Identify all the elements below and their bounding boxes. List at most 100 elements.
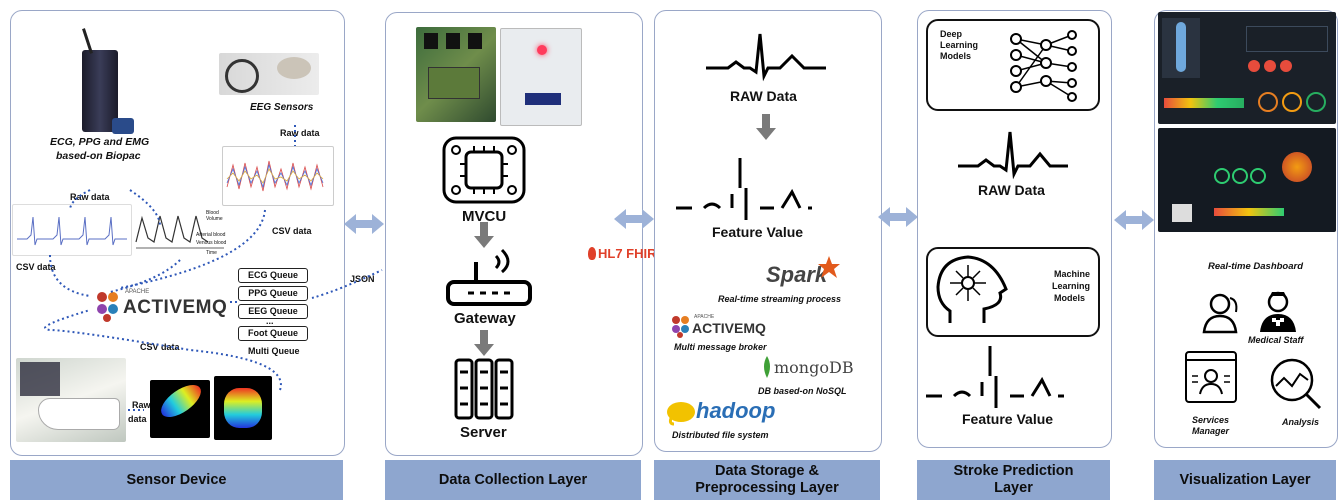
sensor-dotted-arrows (44, 125, 383, 411)
smart-shoe-image (16, 358, 126, 442)
services-manager-label-1: Services (1192, 415, 1230, 425)
device-label-1: ECG, PPG and EMG (50, 136, 150, 148)
mvcu-board-image (416, 27, 496, 122)
data-storage-panel (654, 10, 882, 452)
queue-ellipsis: ... (266, 316, 274, 326)
storage-feature-value-label: Feature Value (712, 224, 804, 240)
eeg-raw-data-label: Raw data (280, 128, 320, 138)
bidirectional-arrow-3 (878, 207, 918, 227)
bidirectional-arrow-4 (1114, 210, 1154, 230)
storage-activemq-name-text: ACTIVEMQ (692, 320, 766, 336)
eeg-sensors-image (219, 53, 319, 95)
analysis-icon (1270, 358, 1322, 410)
dashboard-screenshot-2 (1158, 128, 1336, 232)
activemq-apache-text: APACHE (125, 289, 150, 295)
user-icon (1202, 293, 1238, 334)
blood-label-3: Arterial blood (196, 232, 226, 238)
dl-label-3: Models (940, 51, 972, 61)
ecg-signal-plot (12, 204, 132, 256)
footer-visualization: Visualization Layer (1154, 460, 1336, 500)
spark-star-icon (818, 256, 840, 278)
footer-stroke-prediction-line-2: Layer (994, 480, 1033, 496)
storage-activemq-feather-icon (672, 316, 689, 338)
storage-activemq-logo: APACHE ACTIVEMQ (670, 312, 766, 338)
mongodb-leaf-icon (764, 356, 770, 378)
footer-stroke-prediction: Stroke Prediction Layer (917, 460, 1110, 500)
eeg-signal-lines (226, 160, 324, 192)
queue-foot: Foot Queue (238, 326, 308, 341)
deep-learning-box: Deep Learning Models (926, 19, 1100, 111)
hadoop-caption: Distributed file system (672, 430, 769, 440)
biopac-raw-data-label: Raw data (70, 192, 110, 202)
queue-ecg: ECG Queue (238, 268, 308, 283)
prediction-raw-waveform (958, 131, 1068, 180)
hl7-fhir-text: HL7 FHIR (598, 246, 657, 261)
dl-label-2: Learning (940, 40, 979, 50)
footer-data-storage-line-1: Data Storage & (715, 463, 819, 479)
ai-head-icon (936, 255, 1008, 323)
ml-label-2: Learning (1052, 281, 1091, 291)
prediction-feature-waveform (926, 346, 1064, 408)
biopac-watch (112, 118, 134, 134)
mongodb-text: mongoDB (774, 358, 854, 377)
ml-label-1: Machine (1054, 269, 1091, 279)
activemq-name-text: ACTIVEMQ (123, 297, 228, 318)
foot-raw-label-2: data (128, 414, 147, 424)
footer-stroke-prediction-line-1: Stroke Prediction (953, 463, 1074, 479)
hl7-flame-icon (588, 247, 596, 260)
spark-text: Spark (766, 262, 828, 287)
storage-activemq-apache-text: APACHE (694, 314, 715, 320)
blood-label-1: Blood (206, 210, 219, 216)
blood-label-2: Volume (206, 216, 223, 222)
queue-ppg: PPG Queue (238, 286, 308, 301)
mvcu-chip-icon (442, 136, 526, 204)
spark-caption: Real-time streaming process (718, 294, 842, 304)
csv-data-label-bottom: CSV data (140, 342, 180, 352)
mvcu-label: MVCU (462, 208, 507, 225)
ecg-signal-line (17, 216, 127, 246)
gateway-device-image (500, 28, 582, 126)
blood-label-5: Time (206, 250, 217, 256)
dashboard-screenshot-1 (1158, 12, 1336, 124)
multi-queue-label: Multi Queue (248, 346, 300, 356)
raw-signal-waveform (706, 33, 826, 82)
footer-data-storage-line-2: Preprocessing Layer (695, 480, 839, 496)
blood-label-4: Venous blood (196, 240, 227, 246)
json-label: JSON (350, 274, 375, 284)
gateway-label: Gateway (454, 310, 516, 327)
foot-pressure-map-2 (214, 376, 272, 440)
services-manager-label-2: Manager (1192, 426, 1230, 436)
feature-value-waveform (676, 158, 812, 220)
eeg-signal-plot (222, 146, 334, 206)
hadoop-logo: hadoop (666, 398, 806, 426)
activemq-logo: APACHE ACTIVEMQ (93, 285, 233, 325)
down-arrow-icon-3 (756, 114, 776, 140)
ml-label-3: Models (1054, 293, 1086, 303)
down-arrow-icon-2 (474, 330, 494, 356)
foot-pressure-map-1 (150, 378, 210, 438)
dl-label-1: Deep (940, 29, 963, 39)
analysis-label: Analysis (1282, 417, 1320, 427)
mongodb-logo: mongoDB (762, 354, 862, 380)
hadoop-elephant-icon (667, 402, 695, 426)
dashboard-caption: Real-time Dashboard (1208, 261, 1304, 272)
activemq-feather-icon (97, 292, 118, 322)
blood-volume-curve (135, 215, 224, 249)
footer-data-storage: Data Storage & Preprocessing Layer (654, 460, 880, 500)
bidirectional-arrow-2 (614, 209, 654, 229)
server-icon (454, 358, 514, 420)
down-arrow-icon-1 (474, 222, 494, 248)
mongodb-caption: DB based-on NoSQL (758, 386, 847, 396)
prediction-feature-value-label: Feature Value (962, 411, 1054, 427)
foot-raw-label-1: Raw (132, 400, 151, 410)
doctor-icon (1260, 291, 1296, 332)
blood-volume-plot (134, 208, 230, 256)
prediction-raw-data-label: RAW Data (978, 182, 1045, 198)
footer-sensor-device: Sensor Device (10, 460, 343, 500)
queue-eeg: EEG Queue (238, 304, 308, 319)
services-manager-icon (1185, 351, 1237, 403)
device-label-2: based-on Biopac (56, 150, 141, 162)
activemq-caption: Multi message broker (674, 342, 767, 352)
csv-data-label-right: CSV data (272, 226, 312, 236)
multi-queue: ECG Queue PPG Queue EEG Queue ... Foot Q… (238, 268, 310, 344)
